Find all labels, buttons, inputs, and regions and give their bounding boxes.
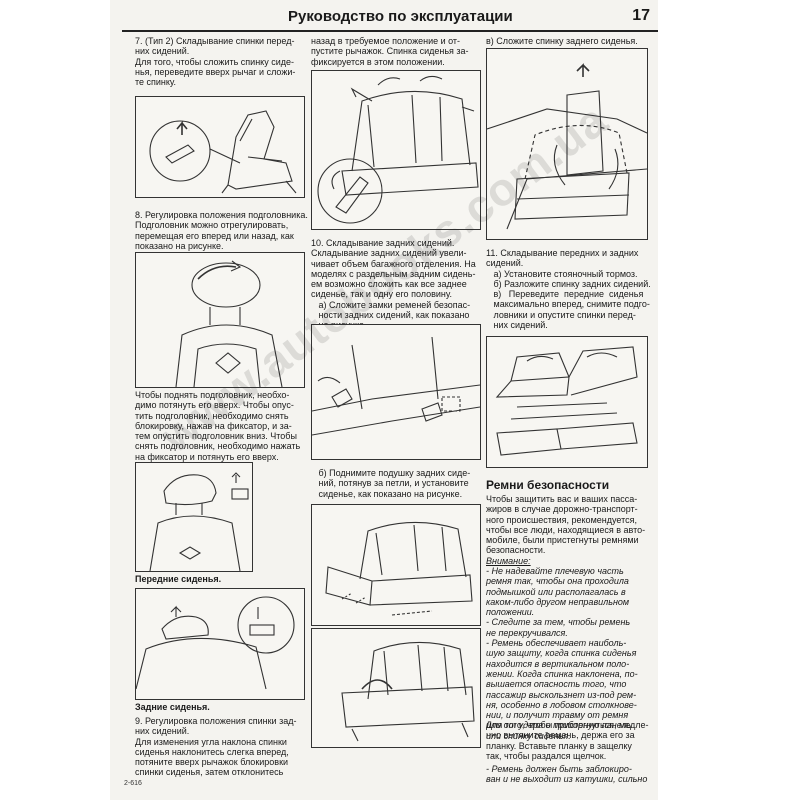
para-raise-cushion: б) Поднимите подушку задних сиде- ний, п…	[318, 468, 471, 499]
warning-locked-belt: - Ремень должен быть заблокиро- ван и не…	[486, 764, 648, 785]
attention-label: Внимание:	[486, 556, 531, 566]
figure-front-seat-lever	[135, 96, 305, 198]
para-rear-backrest-adjust: 9. Регулировка положения спинки зад- них…	[135, 716, 297, 778]
section-seat-belts: Ремни безопасности	[486, 478, 610, 492]
page-number: 17	[632, 7, 650, 24]
figure-rear-headrest	[135, 588, 305, 700]
para-fold-rear-seats: 10. Складывание задних сидений. Складыва…	[311, 238, 476, 330]
footer-code: 2-616	[124, 780, 142, 787]
figure-fold-rear-backrest	[486, 48, 648, 240]
para-headrest-raise: Чтобы поднять подголовник, необхо- димо …	[135, 390, 301, 462]
figure-rear-seat-recline	[311, 70, 481, 230]
figure-rear-belt-buckles	[311, 324, 481, 460]
para-fold-all-seats: 11. Складывание передних и задних сидени…	[486, 248, 651, 331]
para-fold-front-backrest: 7. (Тип 2) Складывание спинки перед- них…	[135, 36, 296, 88]
para-how-to-fasten: Для того, чтобы пристегнуться, медле- нн…	[486, 720, 649, 761]
page-title: Руководство по эксплуатации	[288, 8, 513, 25]
para-rear-backrest-lock: назад в требуемое положение и от- пустит…	[311, 36, 469, 67]
para-seat-belts-intro: Чтобы защитить вас и ваших пассa- жиров …	[486, 494, 646, 556]
para-fold-rear-backrest: в) Сложите спинку заднего сиденья.	[486, 36, 638, 46]
figure-headrest-adjust	[135, 252, 305, 388]
warning-list: - Не надевайте плечевую часть ремня так,…	[486, 566, 638, 741]
caption-front-seats: Передние сиденья.	[135, 574, 222, 584]
figure-front-headrest	[135, 462, 253, 572]
para-headrest-adjust: 8. Регулировка положения подголовника. П…	[135, 210, 308, 251]
caption-rear-seats: Задние сиденья.	[135, 702, 210, 712]
page-header: Руководство по эксплуатации 17	[122, 6, 658, 32]
figure-fold-rear-seat	[311, 628, 481, 748]
figure-raise-cushion	[311, 504, 481, 626]
figure-fold-all-seats	[486, 336, 648, 468]
